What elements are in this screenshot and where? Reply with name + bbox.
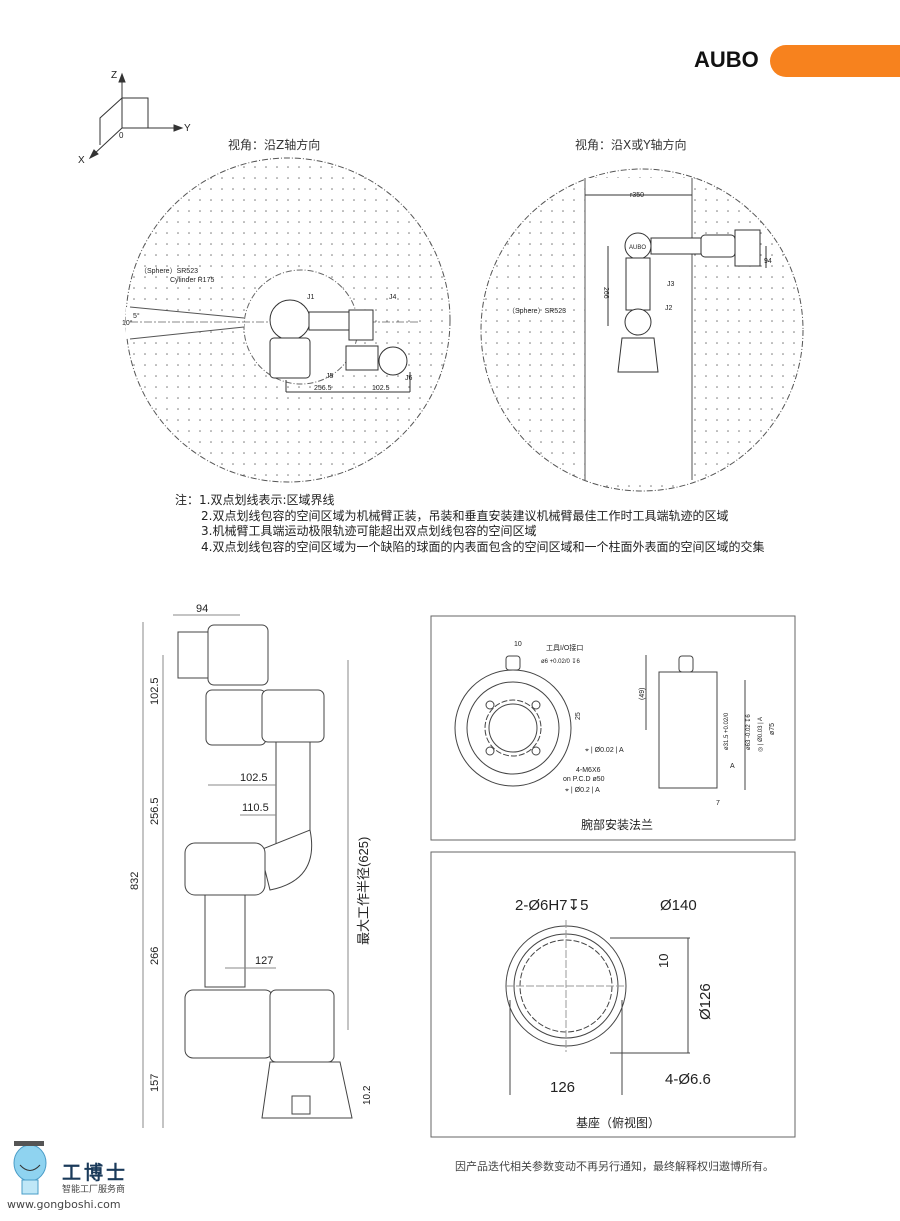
dim-266: 266 bbox=[602, 287, 609, 299]
dim-102-5-horizontal: 102.5 bbox=[240, 772, 268, 784]
dim-110-5: 110.5 bbox=[242, 802, 269, 814]
axis-y-label: Y bbox=[184, 123, 191, 134]
xy-view-workspace bbox=[480, 168, 804, 492]
disclaimer: 因产品迭代相关参数变动不再另行通知，最终解释权归遨博所有。 bbox=[455, 1160, 774, 1173]
axis-z-label: Z bbox=[111, 70, 117, 81]
flange-pcd-label: on P.C.D ø50 bbox=[563, 776, 605, 783]
base-holes-4: 4-Ø6.6 bbox=[665, 1071, 711, 1088]
dim-94-side: 94 bbox=[196, 603, 208, 615]
notes-block: 注：1.双点划线表示:区域界线 2.双点划线包容的空间区域为机械臂正装，吊装和垂… bbox=[175, 493, 764, 555]
angle-5-label: 5° bbox=[133, 312, 140, 320]
base-dim-140: Ø140 bbox=[660, 897, 697, 914]
j5-label: J5 bbox=[326, 373, 334, 380]
note-item: 2.双点划线包容的空间区域为机械臂正装，吊装和垂直安装建议机械臂最佳工作时工具端… bbox=[201, 508, 729, 523]
z-view-caption: 视角：沿Z轴方向 bbox=[228, 138, 321, 152]
axes-icon bbox=[88, 72, 184, 160]
brand-logo: AUBO bbox=[694, 47, 759, 72]
j1-label: J1 bbox=[307, 294, 315, 301]
flange-datum-a: A bbox=[730, 763, 735, 770]
dim-256-5-vertical: 256.5 bbox=[149, 797, 161, 825]
max-radius-label: 最大工作半径(625) bbox=[356, 837, 371, 945]
note-item: 3.机械臂工具端运动极限轨迹可能超出双点划线包容的空间区域 bbox=[201, 524, 537, 538]
flange-tolerance-3: ◎ | Ø0.03 | A bbox=[758, 717, 764, 752]
sphere-label: （Sphere）SR523 bbox=[140, 267, 198, 275]
dim-157: 157 bbox=[149, 1074, 161, 1092]
dim-256-5: 256.5 bbox=[314, 385, 332, 392]
note-item: 4.双点划线包容的空间区域为一个缺陷的球面的内表面包含的空间区域和一个柱面外表面… bbox=[201, 539, 765, 554]
flange-dim-7: 7 bbox=[716, 800, 720, 807]
angle-10-label: 10° bbox=[122, 319, 133, 327]
notes-prefix: 注： bbox=[175, 493, 200, 507]
flange-dim-25: 25 bbox=[575, 712, 582, 720]
axis-origin-label: 0 bbox=[119, 131, 124, 140]
dim-266-side: 266 bbox=[149, 947, 161, 965]
xy-view-caption: 视角：沿X或Y轴方向 bbox=[575, 138, 687, 152]
flange-tolerance-1: ⌖ | Ø0.02 | A bbox=[585, 747, 624, 754]
j4-label: J4 bbox=[389, 294, 397, 301]
wrist-flange-panel bbox=[430, 615, 796, 841]
note-item: 1.双点划线表示:区域界线 bbox=[199, 493, 335, 507]
j3-label: J3 bbox=[667, 281, 675, 288]
base-dim-126-vertical: Ø126 bbox=[697, 983, 714, 1020]
flange-dim-75: ø75 bbox=[769, 723, 776, 735]
base-title: 基座（俯视图） bbox=[576, 1115, 660, 1130]
flange-dim-10: 10 bbox=[514, 641, 522, 648]
logo-tagline: 智能工厂服务商 bbox=[62, 1185, 126, 1195]
base-dim-10: 10 bbox=[656, 954, 671, 968]
tool-io-label: 工具I/O接口 bbox=[546, 643, 583, 652]
joint-logo-mark: AUBO bbox=[629, 245, 646, 251]
brand-accent-bar bbox=[770, 45, 900, 77]
logo-name: 工博士 bbox=[62, 1162, 129, 1184]
logo-url: www.gongboshi.com bbox=[7, 1198, 121, 1211]
dim-10-2: 10.2 bbox=[362, 1085, 373, 1105]
flange-dim-49: (49) bbox=[639, 688, 646, 700]
flange-dim-63: ø63 -0.02 ↧6 bbox=[745, 714, 752, 750]
base-holes-2: 2-Ø6H7↧5 bbox=[515, 897, 588, 914]
base-top-view-panel bbox=[430, 851, 796, 1138]
j2-label: J2 bbox=[665, 305, 673, 312]
flange-dim-31-5: ø31.5 +0.02/0 bbox=[724, 712, 730, 750]
dim-94: 94 bbox=[764, 258, 772, 265]
robot-side-view bbox=[607, 229, 767, 373]
flange-hole-spec: ø6 +0.02/0 ↧6 bbox=[541, 658, 581, 665]
flange-m6-label: 4-M6X6 bbox=[576, 767, 601, 774]
j6-label: J6 bbox=[405, 375, 413, 382]
dim-r350: r350 bbox=[630, 192, 644, 199]
gongboshi-mascot-logo bbox=[13, 1141, 47, 1195]
z-view-workspace bbox=[125, 157, 451, 483]
cylinder-label: Cylinder R175 bbox=[170, 277, 214, 284]
base-dim-126-horizontal: 126 bbox=[550, 1079, 575, 1096]
robot-top-view bbox=[269, 299, 411, 393]
dim-102-5-vertical: 102.5 bbox=[149, 677, 161, 705]
dim-832: 832 bbox=[129, 872, 141, 890]
dim-102-5: 102.5 bbox=[372, 385, 390, 392]
sphere-label-xy: （Sphere）SR523 bbox=[508, 307, 566, 315]
flange-tolerance-2: ⌖ | Ø0.2 | A bbox=[565, 787, 600, 794]
robot-side-elevation bbox=[142, 614, 353, 1128]
flange-title: 腕部安装法兰 bbox=[581, 817, 653, 832]
axis-x-label: X bbox=[78, 155, 85, 166]
dim-127: 127 bbox=[255, 955, 273, 967]
